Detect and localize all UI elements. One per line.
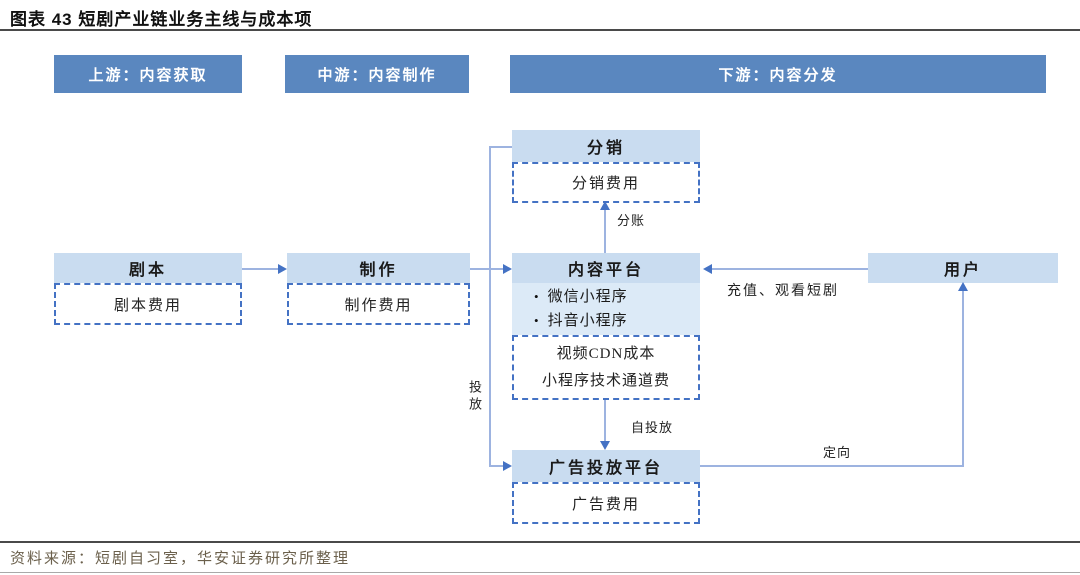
edge-platform-to-ad [604, 400, 606, 442]
label-self-placement: 自投放 [631, 420, 674, 436]
node-distribution: 分销 [512, 130, 700, 162]
node-user: 用户 [868, 253, 1058, 283]
arrowhead-icon [958, 282, 968, 291]
node-ad-platform: 广告投放平台 [512, 450, 700, 482]
edge-script-to-production [242, 268, 280, 270]
arrowhead-icon [600, 201, 610, 210]
source-divider [0, 541, 1080, 543]
arrowhead-icon [503, 264, 512, 274]
arrowhead-icon [503, 461, 512, 471]
cost-line: 视频CDN成本 [556, 345, 656, 362]
list-item: • 抖音小程序 [534, 309, 700, 333]
figure-title: 图表 43 短剧产业链业务主线与成本项 [10, 10, 313, 29]
cost-content-platform: 视频CDN成本 小程序技术通道费 [512, 335, 700, 400]
edge-user-to-platform [711, 268, 868, 270]
bottom-divider [0, 572, 1080, 573]
edge-trunk-to-distribution [489, 146, 512, 148]
node-content-platform: 内容平台 [512, 253, 700, 283]
source-note: 资料来源：短剧自习室，华安证券研究所整理 [10, 551, 351, 567]
arrowhead-icon [600, 441, 610, 450]
edge-platform-to-distribution [604, 209, 606, 253]
cost-line: 小程序技术通道费 [541, 372, 670, 389]
channel-label: 抖音小程序 [547, 313, 628, 329]
stage-header-downstream: 下游：内容分发 [510, 55, 1046, 93]
bullet-icon: • [534, 313, 540, 328]
node-production: 制作 [287, 253, 470, 283]
stage-header-midstream: 中游：内容制作 [285, 55, 469, 93]
edge-production-to-platform [470, 268, 504, 270]
edge-ad-to-user-horizontal [700, 465, 964, 467]
content-platform-channels: • 微信小程序 • 抖音小程序 [512, 283, 700, 335]
arrowhead-icon [278, 264, 287, 274]
label-revenue-share: 分账 [617, 213, 646, 229]
edge-trunk-vertical [489, 146, 491, 466]
channel-label: 微信小程序 [547, 289, 628, 305]
edge-ad-to-user-vertical [962, 290, 964, 467]
cost-production: 制作费用 [287, 283, 470, 325]
stage-header-upstream: 上游：内容获取 [54, 55, 242, 93]
cost-script: 剧本费用 [54, 283, 242, 325]
label-recharge-watch: 充值、观看短剧 [727, 284, 839, 300]
arrowhead-icon [703, 264, 712, 274]
cost-distribution: 分销费用 [512, 162, 700, 203]
node-script: 剧本 [54, 253, 242, 283]
title-divider [0, 29, 1080, 31]
cost-ad-platform: 广告费用 [512, 482, 700, 524]
bullet-icon: • [534, 289, 540, 304]
edge-trunk-to-ad-platform [489, 465, 504, 467]
list-item: • 微信小程序 [534, 285, 700, 309]
label-placement: 投放 [466, 380, 482, 414]
label-targeting: 定向 [823, 445, 852, 461]
